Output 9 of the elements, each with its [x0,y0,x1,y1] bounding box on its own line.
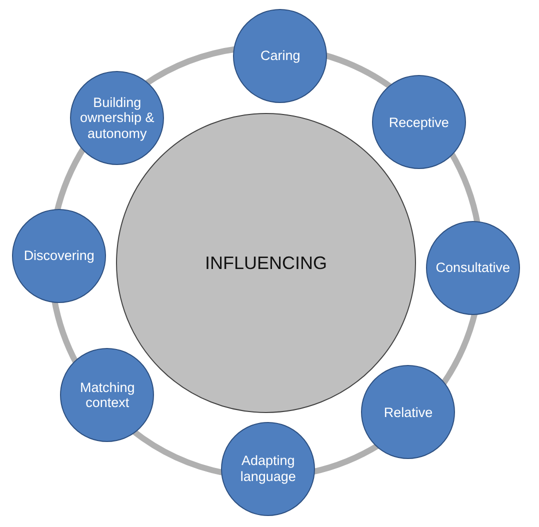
node-label: Matching context [79,380,136,411]
node-label: Building ownership & autonomy [78,94,156,142]
node-label: Relative [384,404,433,420]
node-label: INFLUENCING [204,252,327,274]
node-label: Receptive [388,114,449,130]
node-label: Discovering [24,248,94,264]
node-label: Caring [260,48,300,64]
node-label: Adapting language [239,453,297,484]
node-label: Consultative [436,260,510,276]
